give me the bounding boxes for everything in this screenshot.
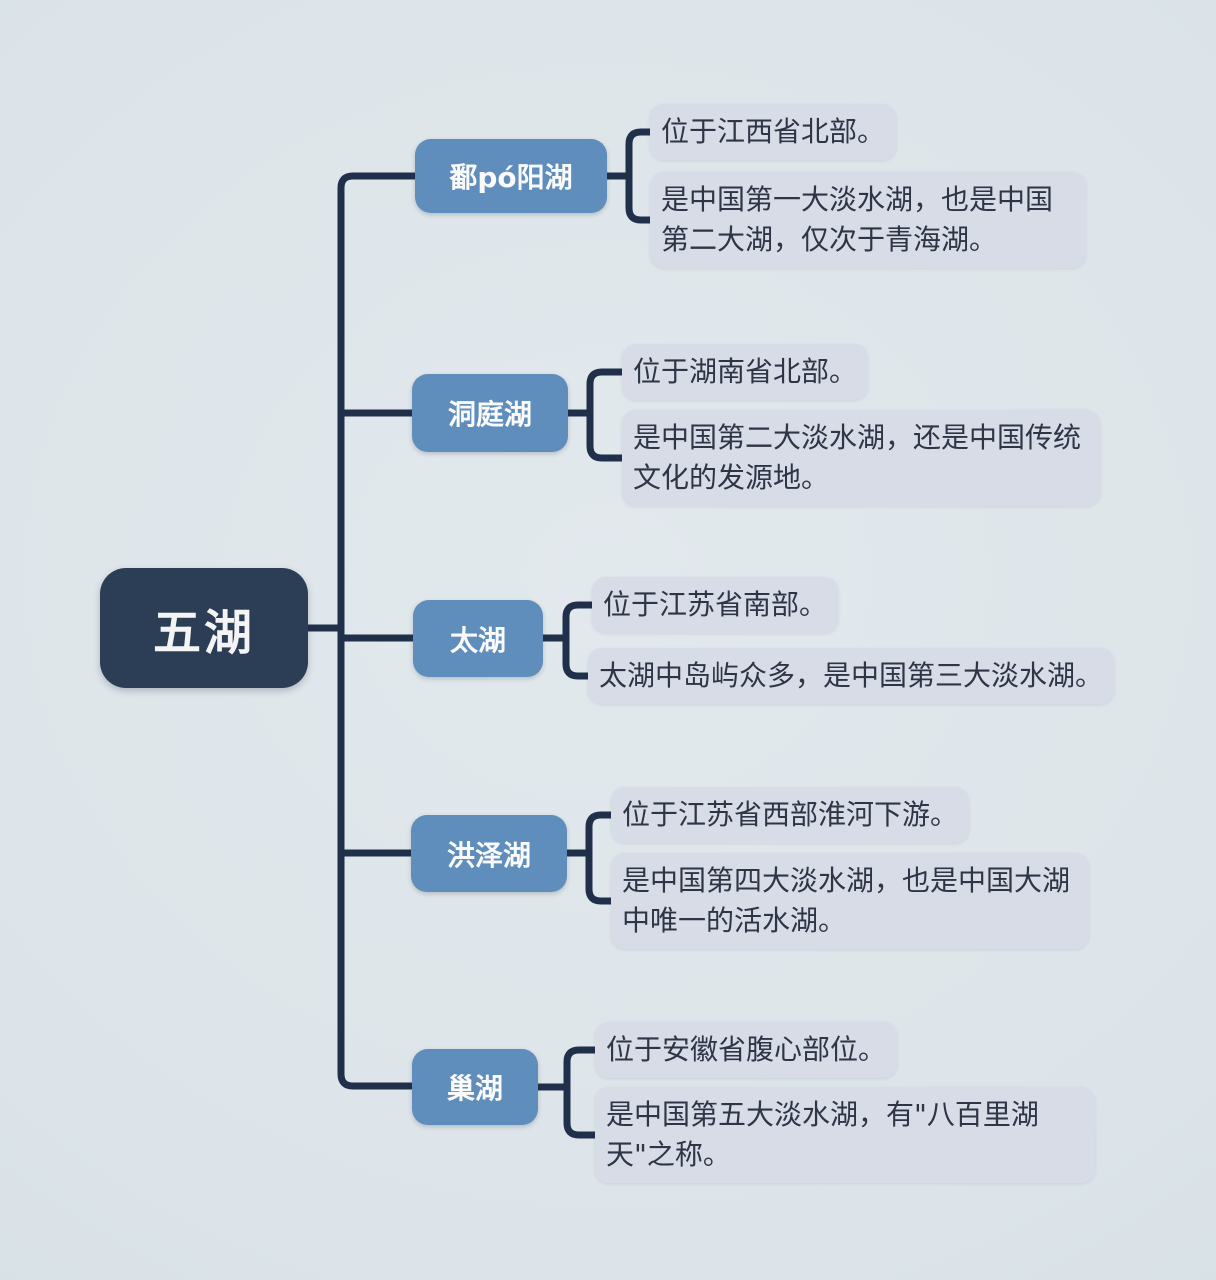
leaf-poyang-location: 位于江西省北部。 [650, 104, 897, 160]
leaf-hongze-fact: 是中国第四大淡水湖，也是中国大湖中唯一的活水湖。 [611, 853, 1089, 949]
connector-bracket-tai [542, 601, 595, 680]
branch-node-chao-lake: 巢湖 [412, 1049, 538, 1125]
leaf-chao-fact: 是中国第五大淡水湖，有"八百里湖天"之称。 [595, 1087, 1095, 1183]
connector-bracket-hongze [566, 811, 614, 905]
leaf-dongting-location: 位于湖南省北部。 [622, 344, 869, 400]
leaf-dongting-fact: 是中国第二大淡水湖，还是中国传统文化的发源地。 [622, 410, 1100, 506]
connector-bracket-poyang [606, 128, 653, 224]
branch-node-hongze-lake: 洪泽湖 [411, 815, 567, 892]
leaf-hongze-location: 位于江苏省西部淮河下游。 [611, 787, 970, 843]
connector-trunk [337, 172, 416, 1090]
branch-node-poyang-lake: 鄱pó阳湖 [415, 139, 607, 213]
leaf-chao-location: 位于安徽省腹心部位。 [595, 1022, 898, 1078]
connector-bracket-chao [537, 1046, 598, 1139]
leaf-tai-fact: 太湖中岛屿众多，是中国第三大淡水湖。 [588, 648, 1115, 704]
connector-bracket-dongting [567, 368, 625, 462]
leaf-tai-location: 位于江苏省南部。 [592, 577, 839, 633]
branch-node-tai-lake: 太湖 [413, 600, 543, 677]
leaf-poyang-fact: 是中国第一大淡水湖，也是中国第二大湖，仅次于青海湖。 [650, 172, 1086, 268]
root-node: 五湖 [100, 568, 308, 688]
branch-node-dongting-lake: 洞庭湖 [412, 374, 568, 452]
